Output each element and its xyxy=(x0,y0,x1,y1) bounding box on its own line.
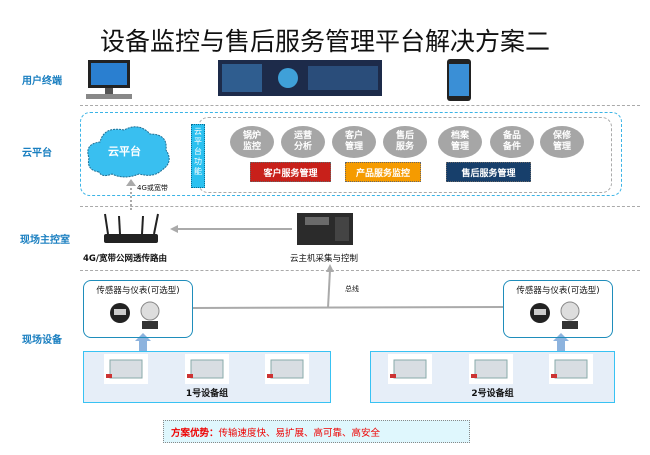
router-label: 4G/宽带公网透传路由 xyxy=(83,254,167,264)
module-boiler-monitor[interactable]: 锅炉监控 xyxy=(230,126,274,158)
sensor-label: 传感器与仪表(可选型) xyxy=(516,286,600,296)
module-customer[interactable]: 客户管理 xyxy=(332,126,376,158)
cloud-platform-box xyxy=(80,112,622,196)
service-customer[interactable]: 客户服务管理 xyxy=(250,162,331,182)
link-label: 4G或宽带 xyxy=(137,184,168,192)
gauge-meter-icon xyxy=(110,301,160,329)
module-archive[interactable]: 档案管理 xyxy=(438,126,482,158)
equipment-group-1: 1号设备组 xyxy=(83,351,331,403)
sensor-box-left: 传感器与仪表(可选型) xyxy=(83,280,193,338)
row-label-cloud: 云平台 xyxy=(22,148,52,159)
module-warranty[interactable]: 保修管理 xyxy=(540,126,584,158)
service-product[interactable]: 产品服务监控 xyxy=(345,162,421,182)
functions-label: 云平台功能 xyxy=(191,124,205,188)
row-label-terminal: 用户终端 xyxy=(22,76,62,87)
group-label: 1号设备组 xyxy=(185,389,229,399)
advantage-box: 方案优势：传输速度快、易扩展、高可靠、高安全 xyxy=(163,420,470,443)
smartphone-icon xyxy=(447,59,471,101)
divider xyxy=(80,270,640,271)
sensor-label: 传感器与仪表(可选型) xyxy=(96,286,180,296)
boiler-icon xyxy=(388,354,594,385)
module-operation-analysis[interactable]: 运营分析 xyxy=(281,126,325,158)
divider xyxy=(80,206,640,207)
sensor-box-right: 传感器与仪表(可选型) xyxy=(503,280,613,338)
module-after-sales[interactable]: 售后服务 xyxy=(383,126,427,158)
advantage-body: 传输速度快、易扩展、高可靠、高安全 xyxy=(218,427,381,439)
router-icon xyxy=(104,213,159,243)
service-after-sales[interactable]: 售后服务管理 xyxy=(446,162,531,182)
row-label-control-room: 现场主控室 xyxy=(20,235,70,246)
gauge-meter-icon xyxy=(530,301,580,329)
group-label: 2号设备组 xyxy=(471,389,514,399)
cloud-host-controller-icon xyxy=(297,213,353,245)
module-spare-parts[interactable]: 备品备件 xyxy=(490,126,534,158)
equipment-group-2: 2号设备组 xyxy=(370,351,615,403)
page-title: 设备监控与售后服务管理平台解决方案二 xyxy=(99,27,550,56)
advantage-head: 方案优势： xyxy=(171,427,219,439)
bus-label: 总线 xyxy=(345,285,359,293)
cloud-icon xyxy=(87,126,170,178)
cloud-label: 云平台 xyxy=(108,145,141,158)
boiler-icon xyxy=(104,354,310,385)
host-label: 云主机采集与控制 xyxy=(290,254,359,264)
row-label-field: 现场设备 xyxy=(22,335,62,346)
desktop-computer-icon xyxy=(86,60,132,99)
divider xyxy=(80,105,640,106)
dashboard-screen-icon xyxy=(218,60,382,96)
